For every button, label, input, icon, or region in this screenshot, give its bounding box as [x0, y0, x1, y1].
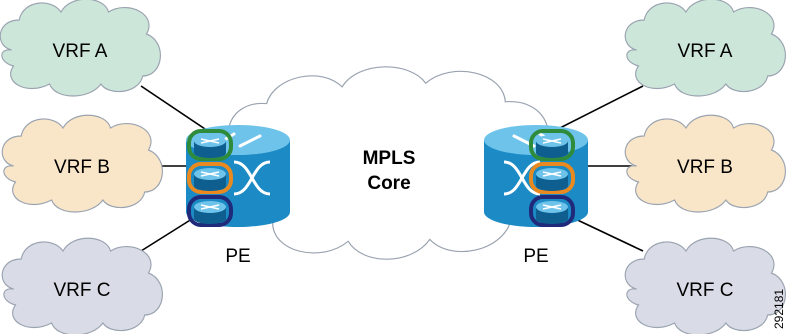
right-vrf-cloud-2[interactable]: VRF C — [624, 237, 787, 334]
left-vrf-clouds: VRF A VRF B VRF C — [0, 0, 164, 334]
right-vrf-label-1: VRF B — [677, 157, 733, 178]
right-link-0 — [549, 85, 644, 134]
right-vrf-label-0: VRF A — [678, 41, 733, 62]
right-vrf-label-2: VRF C — [677, 280, 734, 301]
right-pe-router[interactable] — [484, 125, 588, 227]
left-vrf-label-0: VRF A — [53, 41, 108, 62]
figure-id: 292181 — [772, 289, 786, 329]
vrf-router-icon[interactable] — [529, 162, 575, 194]
right-vrf-cloud-0[interactable]: VRF A — [624, 0, 787, 97]
vrf-router-icon[interactable] — [529, 129, 575, 161]
left-vrf-cloud-2[interactable]: VRF C — [1, 237, 164, 334]
left-vrf-cloud-1[interactable]: VRF B — [1, 114, 164, 213]
vrf-router-icon[interactable] — [187, 162, 233, 194]
right-pe-label: PE — [523, 246, 548, 267]
right-vrf-cloud-1[interactable]: VRF B — [624, 114, 787, 213]
left-pe-label: PE — [225, 246, 250, 267]
switch-arrows-icon — [233, 160, 271, 196]
right-vrf-clouds: VRF A VRF B VRF C — [624, 0, 787, 334]
vrf-router-icon[interactable] — [529, 195, 575, 227]
switch-arrows-icon — [503, 160, 541, 196]
left-vrf-label-1: VRF B — [54, 157, 110, 178]
vrf-router-icon[interactable] — [187, 195, 233, 227]
left-link-0 — [140, 85, 212, 134]
left-vrf-label-2: VRF C — [54, 280, 111, 301]
left-vrf-cloud-0[interactable]: VRF A — [0, 0, 162, 97]
left-pe-router[interactable] — [186, 125, 290, 227]
vrf-router-icon[interactable] — [187, 129, 233, 161]
core-title-line2: Core — [367, 173, 410, 194]
mpls-core-cloud: MPLS Core — [227, 66, 552, 260]
core-title-line1: MPLS — [363, 148, 416, 169]
